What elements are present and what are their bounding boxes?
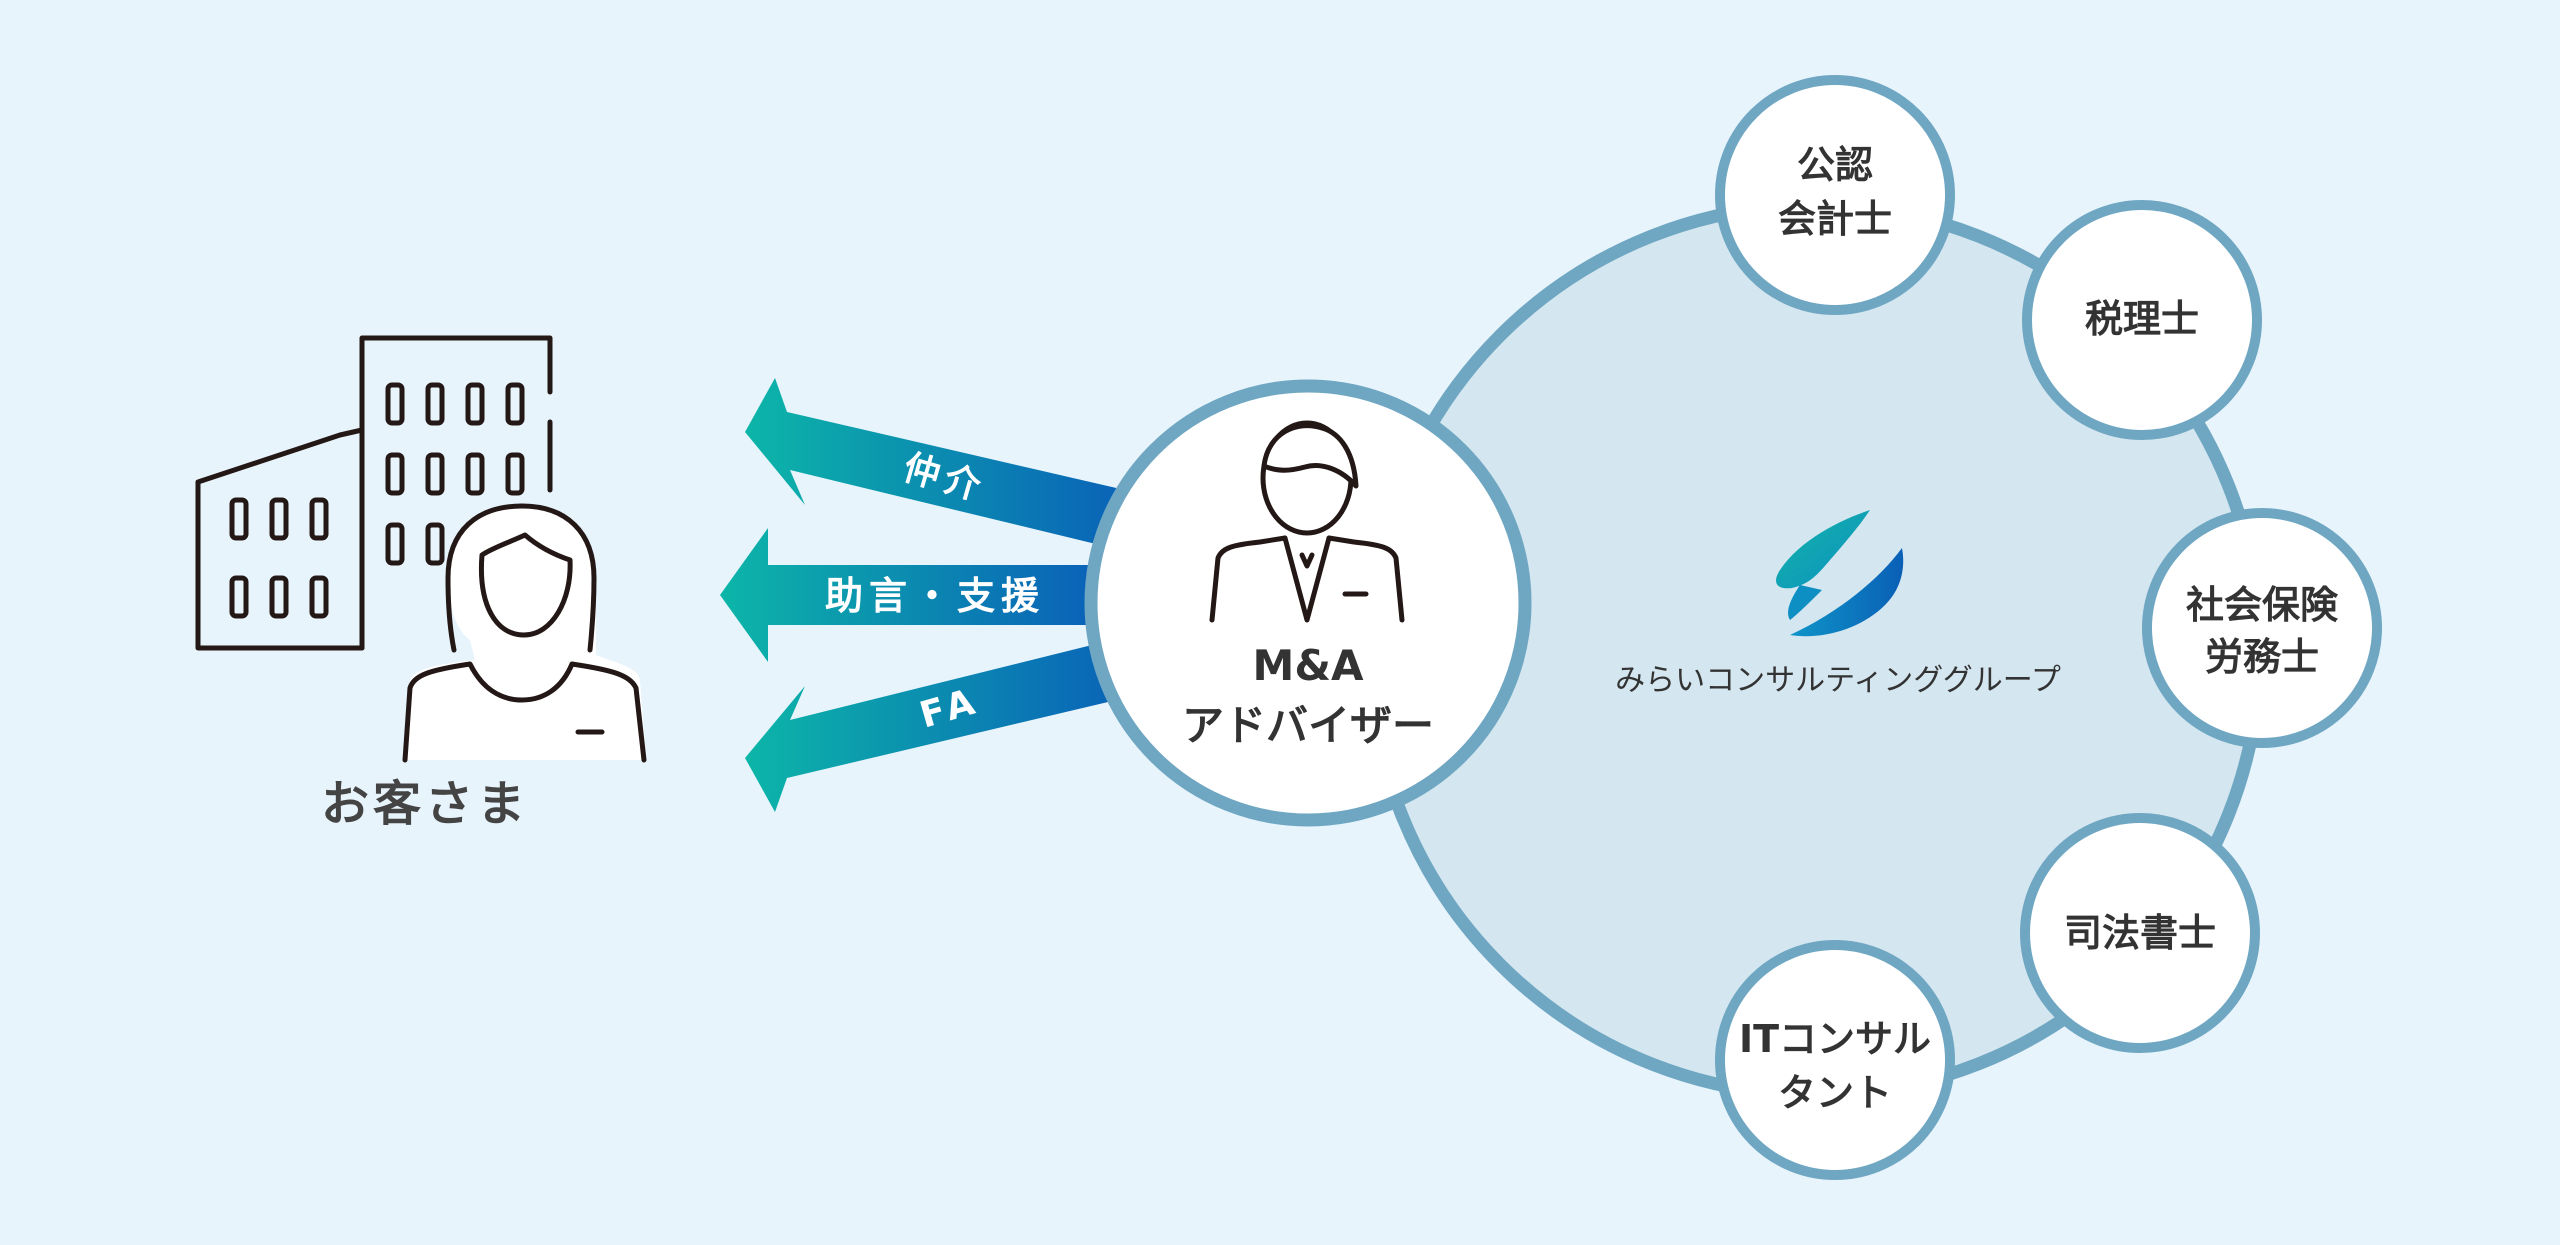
specialist-cpa-line1: 公認 <box>1797 143 1873 187</box>
specialist-it-consultant: ITコンサル タント <box>1715 940 1955 1180</box>
advisor-circle <box>1084 379 1532 827</box>
customer-woman-icon <box>402 503 647 763</box>
specialist-labor-consultant-line1: 社会保険 <box>2186 583 2339 627</box>
specialist-tax-accountant-line1: 税理士 <box>2085 297 2199 341</box>
group-logo-icon <box>1776 510 1904 637</box>
specialist-judicial-scrivener-line1: 司法書士 <box>2064 911 2216 955</box>
arrow-fa: FA <box>745 643 1125 812</box>
advisor-person-icon <box>1209 420 1405 623</box>
advisor-label-line1: M&A <box>1253 641 1364 690</box>
specialist-cpa: 公認 会計士 <box>1715 75 1955 315</box>
specialist-it-consultant-line1: ITコンサル <box>1739 1017 1931 1061</box>
specialist-judicial-scrivener: 司法書士 <box>2020 813 2260 1053</box>
customer-label: お客さま <box>321 776 529 832</box>
specialist-it-consultant-line2: タント <box>1778 1071 1892 1115</box>
specialist-labor-consultant: 社会保険 労務士 <box>2142 508 2382 748</box>
advisor-label-line2: アドバイザー <box>1182 701 1434 750</box>
building-icon <box>195 335 553 651</box>
group-name: みらいコンサルティンググループ <box>1615 663 2061 698</box>
specialist-tax-accountant: 税理士 <box>2022 200 2262 440</box>
arrow-jogen-shien: 助言・支援 <box>720 528 1090 662</box>
arrow-chukai: 仲介 <box>745 378 1125 545</box>
specialist-labor-consultant-line2: 労務士 <box>2205 635 2319 679</box>
arrow-label-jogen-shien: 助言・支援 <box>825 574 1045 618</box>
specialist-cpa-line2: 会計士 <box>1778 197 1892 241</box>
